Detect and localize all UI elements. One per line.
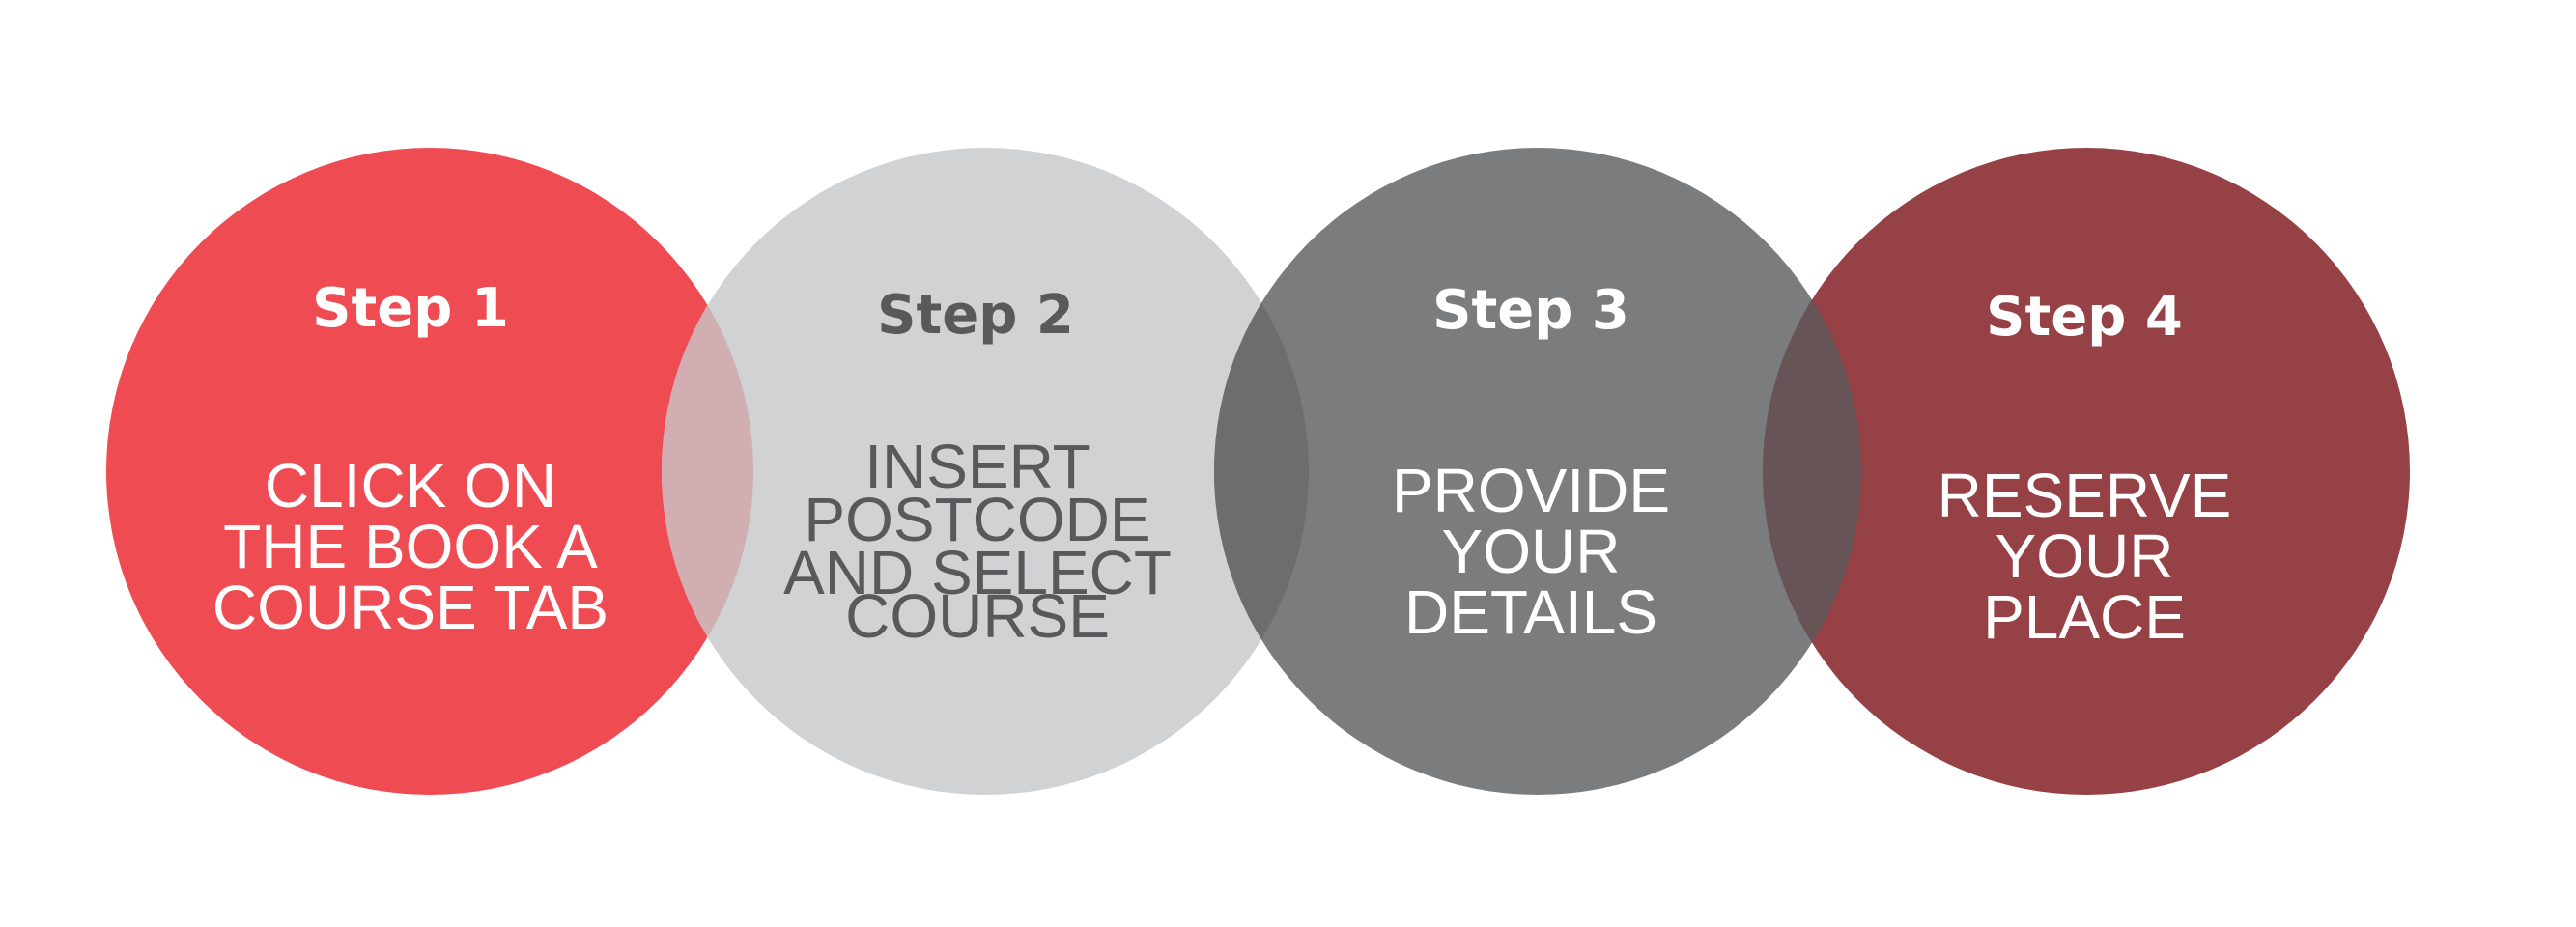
step-3-title: Step 3 bbox=[1432, 279, 1629, 342]
step-1-title: Step 1 bbox=[312, 277, 509, 340]
step-4-title: Step 4 bbox=[1986, 286, 2183, 349]
step-2-line-4: COURSE bbox=[845, 581, 1110, 651]
step-2-title: Step 2 bbox=[877, 284, 1074, 347]
step-4-line-2: YOUR bbox=[1996, 521, 2174, 591]
step-3-line-2: YOUR bbox=[1442, 517, 1621, 586]
step-3-circle bbox=[1214, 148, 1861, 795]
step-1-circle bbox=[106, 148, 753, 795]
step-4-line-3: PLACE bbox=[1983, 582, 2186, 652]
step-4-circle bbox=[1763, 148, 2410, 795]
step-2-circle bbox=[662, 148, 1309, 795]
step-1-line-2: THE BOOK A bbox=[223, 512, 598, 581]
step-2-line-2: POSTCODE bbox=[804, 485, 1150, 554]
step-1-line-1: CLICK ON bbox=[265, 451, 556, 520]
step-1-line-3: COURSE TAB bbox=[212, 573, 609, 642]
step-4-line-1: RESERVE bbox=[1938, 461, 2232, 530]
step-2-line-3: AND SELECT bbox=[783, 538, 1172, 607]
step-2-line-1: INSERT bbox=[864, 432, 1090, 501]
step-3-line-1: PROVIDE bbox=[1392, 456, 1670, 525]
step-3-line-3: DETAILS bbox=[1404, 577, 1657, 647]
